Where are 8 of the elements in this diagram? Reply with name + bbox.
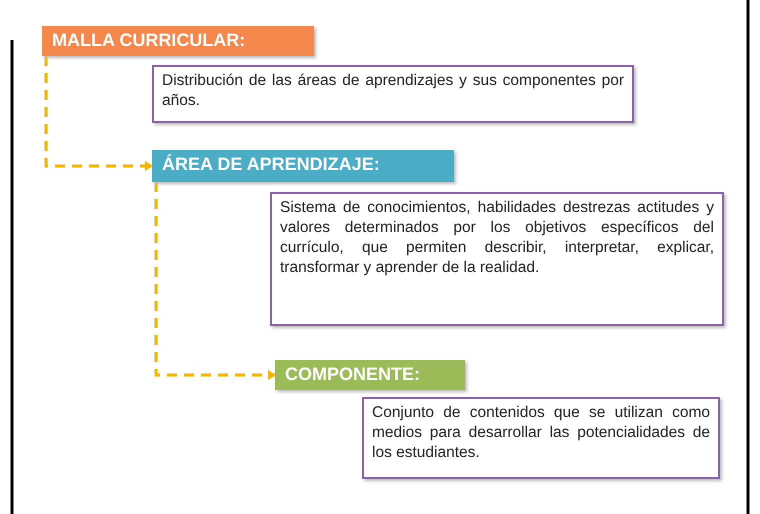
- heading-box: ÁREA DE APRENDIZAJE:: [152, 150, 454, 182]
- arrow: [44, 56, 153, 171]
- arrow: [154, 182, 276, 380]
- definition-box: Conjunto de contenidos que se utilizan como medios para desarrollar las potencialidades de los estudiantes.: [362, 397, 720, 479]
- definition-box: Distribución de las áreas de aprendizajes y sus componentes por años.: [152, 65, 634, 123]
- heading-box: MALLA CURRICULAR:: [42, 26, 314, 56]
- definition-box: Sistema de conocimientos, habilidades destrezas actitudes y valores determinados por los objetivos específicos del currículo, que permiten describir, interpretar, explicar, transformar y aprender de la realidad.: [270, 192, 724, 326]
- heading-box: COMPONENTE:: [275, 360, 465, 390]
